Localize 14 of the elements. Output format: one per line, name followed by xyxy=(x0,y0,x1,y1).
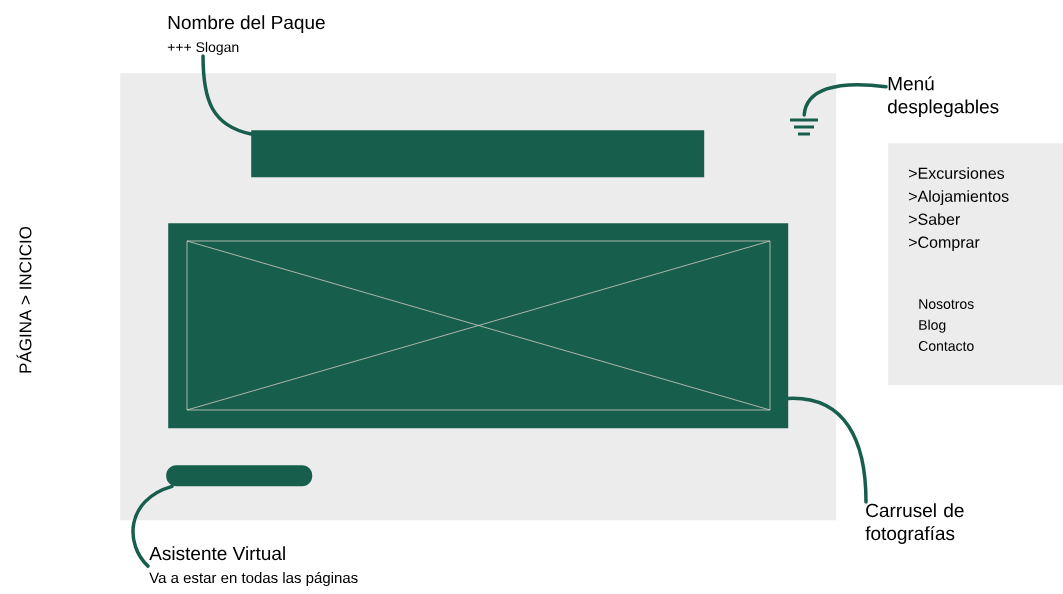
menu-panel: >Excursiones >Alojamientos >Saber >Comprar Nosotros Blog Contacto xyxy=(888,143,1063,386)
leader-line xyxy=(131,484,174,568)
leader-line xyxy=(786,396,868,504)
page-label: PÁGINA > INCICIO xyxy=(16,226,32,373)
leader-line xyxy=(802,82,888,117)
callout-text: Nombre del Paque +++ Slogan xyxy=(167,15,325,55)
title-bar xyxy=(251,130,705,178)
callout-text: Asistente Virtual Va a estar en todas las páginas xyxy=(149,546,358,587)
callout-text: Menú desplegables xyxy=(888,76,999,118)
callout-text: Carrusel de fotografías xyxy=(865,503,964,544)
leader-line xyxy=(201,54,253,136)
image-placeholder xyxy=(168,223,789,429)
chat-bar xyxy=(166,465,313,487)
menu-icon xyxy=(790,118,818,136)
